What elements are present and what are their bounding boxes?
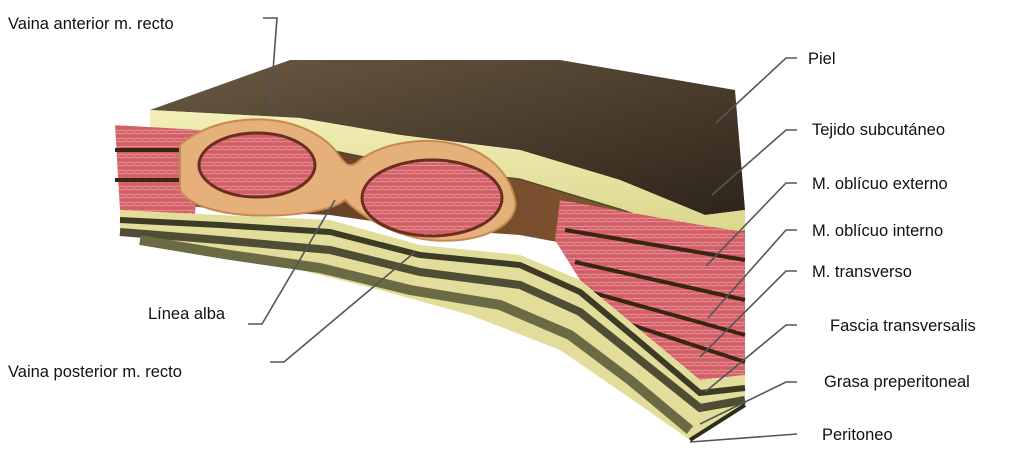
label-linea-alba: Línea alba: [148, 306, 225, 323]
label-tejido-subcutaneo: Tejido subcutáneo: [812, 122, 945, 139]
label-fascia-transversalis: Fascia transversalis: [830, 318, 976, 335]
label-transverso: M. transverso: [812, 264, 912, 281]
leader-peritoneo: [690, 434, 797, 442]
label-grasa-preperitoneal: Grasa preperitoneal: [824, 374, 970, 391]
label-peritoneo: Peritoneo: [822, 427, 893, 444]
label-oblicuo-externo: M. oblícuo externo: [812, 176, 948, 193]
right-rectus-muscle: [362, 160, 502, 236]
label-vaina-anterior: Vaina anterior m. recto: [8, 16, 174, 33]
label-oblicuo-interno: M. oblícuo interno: [812, 223, 943, 240]
label-vaina-posterior: Vaina posterior m. recto: [8, 364, 182, 381]
left-rectus-muscle: [199, 133, 315, 197]
label-piel: Piel: [808, 51, 836, 68]
